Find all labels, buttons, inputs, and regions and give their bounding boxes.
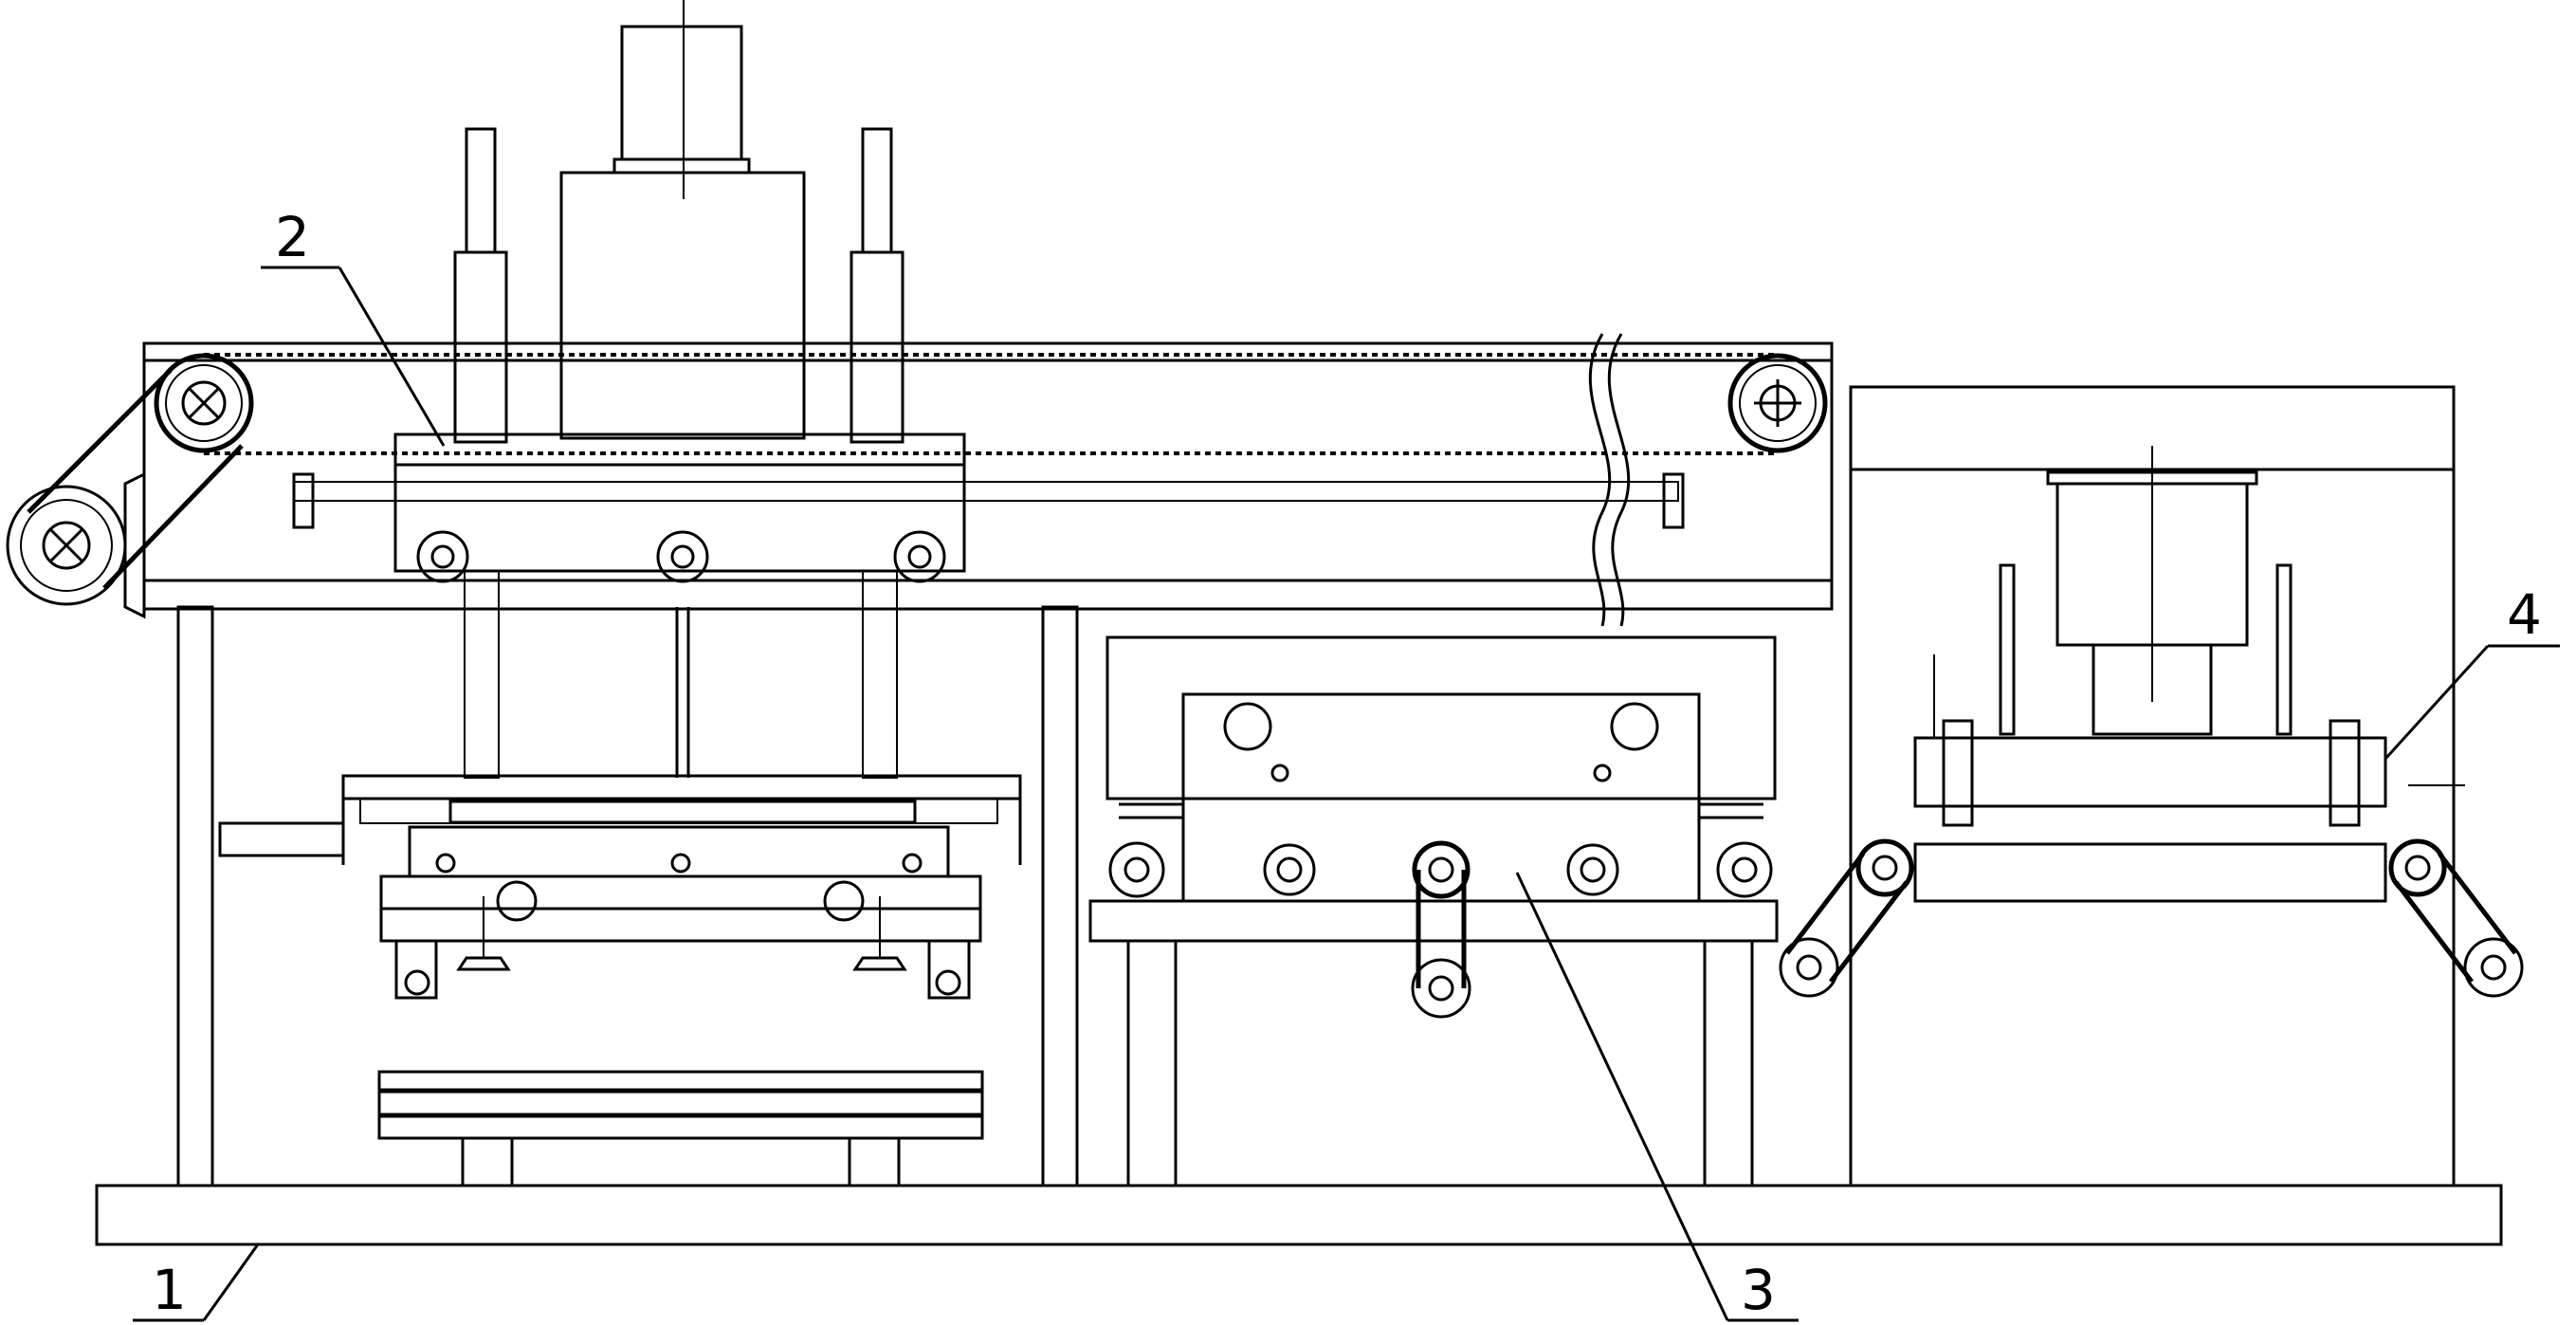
lower-stack <box>377 1070 984 1187</box>
callout-1: 1 <box>152 1258 187 1322</box>
middle-station <box>1088 635 1779 1187</box>
callout-4: 4 <box>2507 582 2542 647</box>
top-beam <box>142 333 1834 627</box>
left-sprocket <box>154 353 254 453</box>
callout-labels: 1 2 3 4 <box>152 205 2542 1322</box>
motor-pulley <box>6 368 244 619</box>
right-station <box>1779 385 2524 1187</box>
callout-2: 2 <box>275 205 310 269</box>
base-plate <box>95 1184 2503 1246</box>
top-motor <box>559 0 806 440</box>
left-frame <box>176 605 1079 1187</box>
right-sprocket <box>1727 353 1828 453</box>
guide-cylinders <box>453 127 904 444</box>
callout-3: 3 <box>1741 1258 1776 1322</box>
carriage <box>393 432 966 779</box>
leader-lines <box>133 266 2560 1322</box>
left-press-head <box>218 774 1022 1000</box>
